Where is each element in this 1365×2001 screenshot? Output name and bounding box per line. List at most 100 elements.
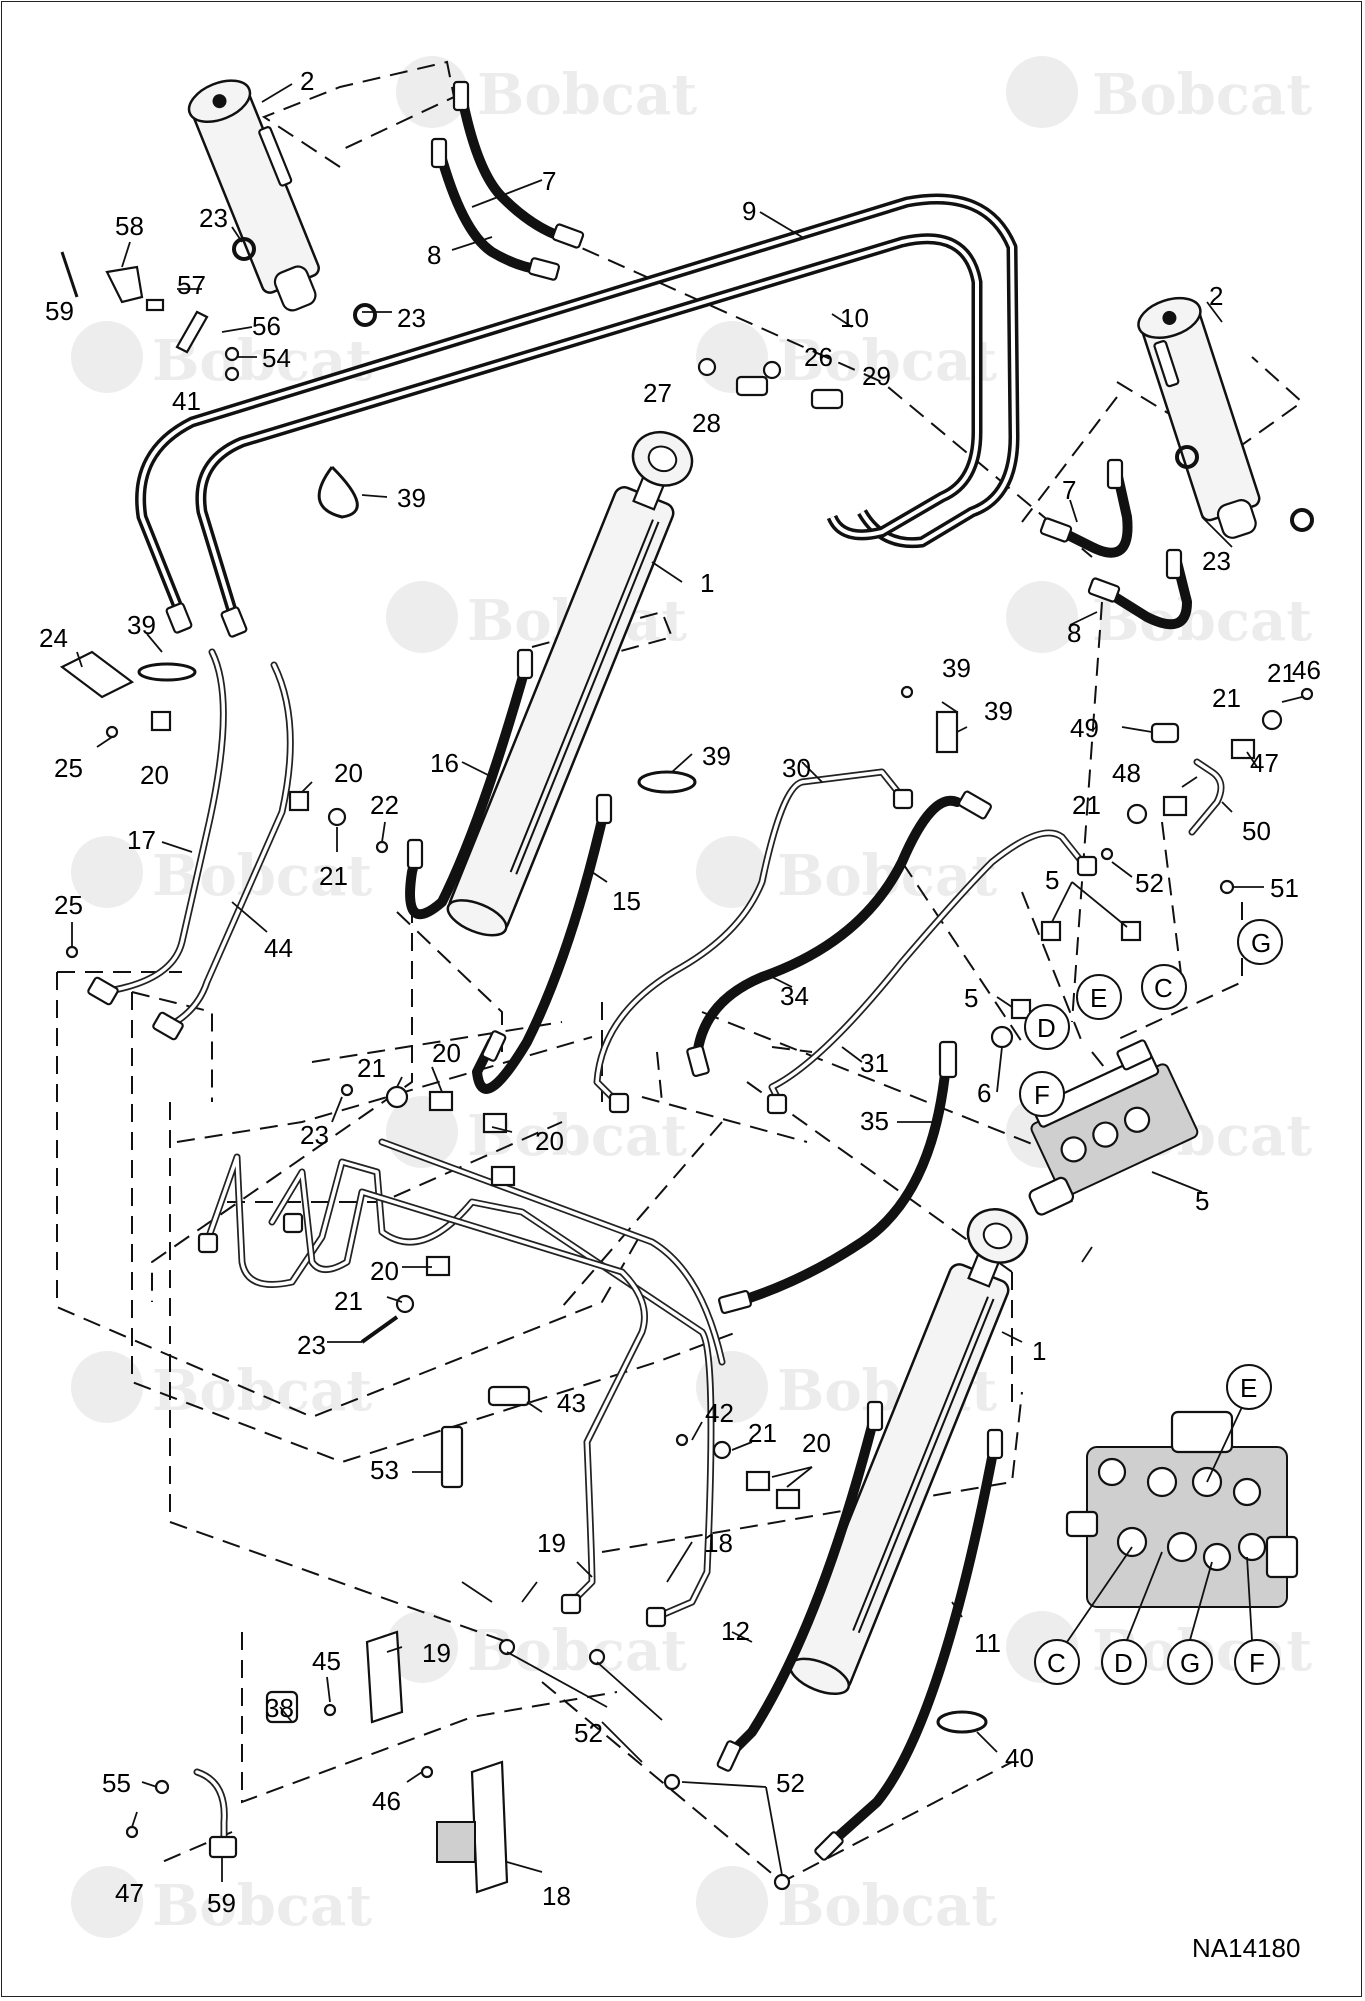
- part-callout: 58: [115, 211, 144, 241]
- part-callout: 30: [782, 753, 811, 783]
- part-callout: 21: [319, 861, 348, 891]
- leader-lines: [71, 83, 1303, 1882]
- part-callout: 59: [45, 296, 74, 326]
- port-letter: E: [1090, 983, 1107, 1013]
- part-callout: 45: [312, 1646, 341, 1676]
- hose-32: [686, 790, 992, 1078]
- part-callout: 25: [54, 890, 83, 920]
- watermark-text: Bobcat: [152, 1358, 372, 1424]
- part-callout: 39: [127, 610, 156, 640]
- part-callout: 39: [397, 483, 426, 513]
- port-bubble: C: [1034, 1639, 1080, 1685]
- watermark-logo: Bobcat: [1006, 56, 1312, 128]
- part-callout: 19: [422, 1638, 451, 1668]
- part-callout: 49: [1070, 713, 1099, 743]
- watermark-logo: Bobcat: [71, 1866, 372, 1939]
- part-callout: 15: [612, 886, 641, 916]
- part-callout: 8: [1067, 618, 1081, 648]
- port-letter: E: [1240, 1373, 1257, 1403]
- hose-14: [405, 648, 534, 919]
- watermark-text: Bobcat: [477, 62, 697, 128]
- tube-30: [593, 768, 914, 1114]
- part-callout: 28: [692, 408, 721, 438]
- part-callout: 43: [557, 1388, 586, 1418]
- cylinder-2: [1137, 296, 1261, 539]
- watermark-text: Bobcat: [777, 1873, 997, 1939]
- o-ring: [353, 303, 377, 327]
- part-callout: 59: [207, 1888, 236, 1918]
- port-letter: C: [1154, 973, 1173, 1003]
- o-ring: [1290, 508, 1314, 532]
- part-callout: 22: [370, 790, 399, 820]
- watermark-logo: Bobcat: [696, 321, 997, 394]
- hose-loop-9: [135, 193, 1020, 615]
- port-letter: D: [1037, 1013, 1056, 1043]
- part-callout: 39: [942, 653, 971, 683]
- tube-bundle: [197, 1138, 726, 1628]
- port-letter: F: [1034, 1080, 1050, 1110]
- part-callout: 20: [140, 760, 169, 790]
- part-callout: 50: [1242, 816, 1271, 846]
- watermark-logo: Bobcat: [696, 836, 997, 909]
- tube-31: [766, 829, 1098, 1115]
- port-bubble: D: [1024, 1004, 1070, 1050]
- part-callout: 5: [1195, 1186, 1209, 1216]
- watermark-text: Bobcat: [777, 843, 997, 909]
- hose-loop-10: [195, 233, 983, 619]
- hose-loop-ends: [165, 602, 248, 638]
- part-callout: 44: [264, 933, 293, 963]
- port-bubble: G: [1167, 1639, 1213, 1685]
- part-callout: 21: [334, 1286, 363, 1316]
- part-callout: 1: [1032, 1336, 1046, 1366]
- part-callout: 10: [840, 303, 869, 333]
- part-callout: 47: [115, 1878, 144, 1908]
- part-callout: 8: [427, 240, 441, 270]
- part-callout: 53: [370, 1455, 399, 1485]
- part-callout: 40: [1005, 1743, 1034, 1773]
- port-bubble: F: [1234, 1639, 1280, 1685]
- drawing-reference: NA14180: [1192, 1933, 1300, 1963]
- part-callout: 7: [542, 166, 556, 196]
- tube-15: [87, 648, 227, 1006]
- part-callout: 31: [860, 1048, 889, 1078]
- part-callout: 23: [297, 1330, 326, 1360]
- part-callout: 56: [252, 311, 281, 341]
- port-bubble: D: [1101, 1639, 1147, 1685]
- part-callout: 5: [964, 983, 978, 1013]
- port-letter: G: [1180, 1648, 1200, 1678]
- part-callout: 21: [1072, 790, 1101, 820]
- part-callout: 16: [430, 748, 459, 778]
- part-callout: 20: [802, 1428, 831, 1458]
- control-valve-4: [1028, 1039, 1199, 1216]
- part-callout: 41: [172, 386, 201, 416]
- part-callout: 39: [984, 696, 1013, 726]
- part-callouts: 2 7 8 9 10 23 23 2 26 27 29 28 58 57 56 …: [39, 66, 1321, 1918]
- port-bubble: E: [1076, 974, 1122, 1020]
- part-callout: 5: [1045, 865, 1059, 895]
- part-callout: 21: [1212, 683, 1241, 713]
- part-callout: 2: [300, 66, 314, 96]
- hose-33: [718, 1040, 958, 1315]
- part-callout: 24: [39, 623, 68, 653]
- port-letter: G: [1251, 928, 1271, 958]
- part-callout: 23: [199, 203, 228, 233]
- part-callout: 54: [262, 343, 291, 373]
- part-callout: 34: [780, 981, 809, 1011]
- part-callout: 6: [977, 1078, 991, 1108]
- watermark-logo: Bobcat: [396, 56, 697, 128]
- part-callout: 51: [1270, 873, 1299, 903]
- part-callout: 12: [721, 1616, 750, 1646]
- part-callout: 21: [357, 1053, 386, 1083]
- hose-8-top: [430, 137, 561, 281]
- port-bubble: E: [1226, 1364, 1272, 1410]
- hose-8-right: [1087, 548, 1192, 630]
- hose-11: [814, 1428, 1004, 1861]
- port-letter: D: [1114, 1648, 1133, 1678]
- part-callout: 17: [127, 825, 156, 855]
- o-ring: [1175, 445, 1199, 469]
- watermark-logo: Bobcat: [696, 1866, 997, 1939]
- part-callout: 21: [748, 1418, 777, 1448]
- port-bubble: C: [1141, 964, 1187, 1010]
